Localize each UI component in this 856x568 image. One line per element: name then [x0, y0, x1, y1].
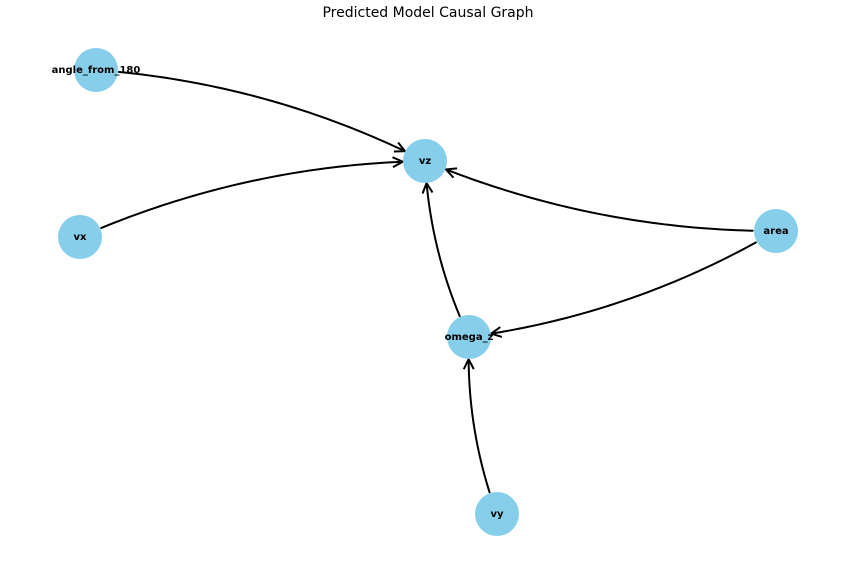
node-circle — [403, 139, 447, 183]
edge-angle_from_180-to-vz — [118, 70, 406, 153]
node-circle — [754, 209, 798, 253]
node-vy[interactable]: vy — [475, 492, 519, 536]
node-label: angle_from_180 — [52, 65, 141, 76]
edge-vy-to-omega_z — [467, 359, 491, 494]
edge-vx-to-vz — [100, 160, 403, 230]
node-label: vz — [419, 156, 432, 167]
node-vz[interactable]: vz — [403, 139, 447, 183]
node-omega_z[interactable]: omega_z — [445, 315, 494, 359]
node-area[interactable]: area — [754, 209, 798, 253]
edges-layer — [100, 70, 757, 494]
node-label: vx — [74, 232, 88, 243]
node-circle — [74, 48, 118, 92]
arrowheads-layer — [392, 141, 503, 370]
node-vx[interactable]: vx — [58, 215, 102, 259]
node-label: area — [763, 226, 788, 237]
arrowhead-angle_from_180-to-vz — [393, 141, 408, 153]
edge-omega_z-to-vz — [425, 182, 461, 318]
node-circle — [447, 315, 491, 359]
arrowhead-omega_z-to-vz — [421, 180, 434, 194]
node-circle — [475, 492, 519, 536]
edge-area-to-omega_z — [491, 241, 757, 335]
node-angle_from_180[interactable]: angle_from_180 — [52, 48, 141, 92]
edge-area-to-vz — [445, 168, 754, 232]
arrowhead-vy-to-omega_z — [462, 356, 475, 370]
node-label: omega_z — [445, 332, 494, 343]
node-circle — [58, 215, 102, 259]
arrowhead-area-to-vz — [443, 167, 458, 179]
graph-title: Predicted Model Causal Graph — [322, 5, 534, 21]
node-label: vy — [490, 509, 504, 520]
arrowhead-area-to-omega_z — [489, 326, 503, 338]
arrowhead-vx-to-vz — [392, 156, 405, 169]
